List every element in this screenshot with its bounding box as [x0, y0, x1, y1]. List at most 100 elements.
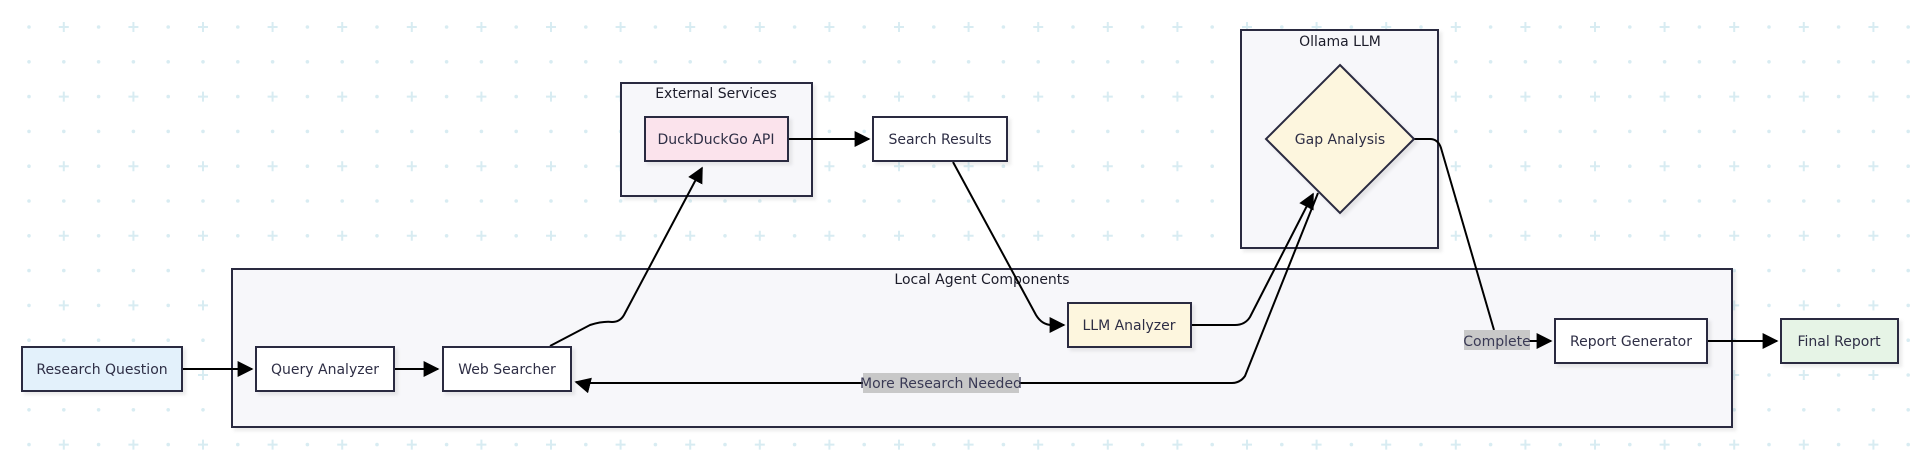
grid-plus-mark — [476, 439, 487, 450]
grid-plus-mark — [1590, 161, 1600, 172]
grid-dot-mark — [1106, 129, 1110, 134]
grid-dot-mark — [1488, 234, 1493, 238]
grid-dot-mark — [1871, 268, 1876, 273]
grid-dot-mark — [1906, 94, 1910, 99]
grid-dot-mark — [932, 164, 936, 168]
grid-dot-mark — [1419, 442, 1423, 447]
grid-dot-mark — [932, 442, 936, 447]
grid-plus-mark — [58, 91, 69, 102]
grid-dot-mark — [131, 408, 136, 412]
grid-plus-mark — [1659, 230, 1670, 241]
grid-dot-mark — [1593, 60, 1597, 64]
edge-gap-analysis-to-web-searcher — [574, 192, 1319, 394]
grid-dot-mark — [653, 442, 658, 447]
grid-dot-mark — [166, 303, 170, 308]
grid-dot-mark — [131, 199, 136, 203]
node-report-generator[interactable]: Report Generator — [1554, 318, 1708, 364]
grid-dot-mark — [340, 60, 345, 64]
grid-plus-mark — [894, 230, 904, 241]
decision-diamond[interactable] — [1264, 63, 1416, 215]
node-web-searcher[interactable]: Web Searcher — [442, 346, 572, 392]
grid-plus-mark — [1868, 439, 1879, 450]
grid-plus-mark — [546, 161, 556, 172]
grid-dot-mark — [897, 60, 901, 64]
node-duckduckgo-api[interactable]: DuckDuckGo API — [644, 116, 789, 162]
grid-dot-mark — [514, 199, 518, 203]
grid-dot-mark — [1906, 338, 1910, 343]
grid-dot-mark — [444, 442, 449, 447]
grid-dot-mark — [1140, 442, 1145, 447]
grid-plus-mark — [1590, 230, 1600, 241]
grid-dot-mark — [236, 234, 240, 238]
node-llm-analyzer[interactable]: LLM Analyzer — [1067, 302, 1192, 348]
grid-plus-mark — [963, 22, 974, 32]
node-box[interactable] — [255, 346, 395, 392]
grid-plus-mark — [1729, 439, 1740, 450]
grid-plus-mark — [824, 91, 835, 102]
grid-plus-mark — [685, 22, 696, 32]
grid-dot-mark — [1906, 442, 1910, 447]
grid-plus-mark — [963, 91, 974, 102]
grid-dot-mark — [1523, 60, 1528, 64]
grid-dot-mark — [618, 199, 623, 203]
grid-dot-mark — [305, 60, 310, 64]
grid-plus-mark — [476, 91, 487, 102]
grid-dot-mark — [1836, 199, 1841, 203]
grid-plus-mark — [198, 22, 208, 32]
node-research-question[interactable]: Research Question — [21, 346, 183, 392]
edge-llm-analyzer-to-gap-analysis — [1192, 192, 1314, 326]
grid-plus-mark — [824, 230, 835, 241]
grid-dot-mark — [1871, 199, 1876, 203]
grid-dot-mark — [1767, 25, 1771, 29]
grid-plus-mark — [1659, 22, 1670, 32]
node-box[interactable] — [872, 116, 1008, 162]
grid-dot-mark — [1767, 164, 1771, 168]
node-search-results[interactable]: Search Results — [872, 116, 1008, 162]
node-gap-analysis[interactable]: Gap Analysis — [1264, 63, 1416, 215]
grid-plus-mark — [1172, 230, 1183, 241]
grid-dot-mark — [1593, 199, 1597, 203]
node-box[interactable] — [644, 116, 789, 162]
grid-dot-mark — [1175, 199, 1180, 203]
grid-plus-mark — [476, 230, 487, 241]
grid-dot-mark — [479, 129, 484, 134]
grid-dot-mark — [1767, 199, 1771, 203]
grid-dot-mark — [1036, 60, 1040, 64]
node-box[interactable] — [1554, 318, 1708, 364]
grid-dot-mark — [96, 25, 101, 29]
grid-plus-mark — [406, 230, 417, 241]
node-final-report[interactable]: Final Report — [1780, 318, 1899, 364]
grid-dot-mark — [827, 129, 832, 134]
grid-plus-mark — [754, 230, 765, 241]
grid-plus-mark — [58, 230, 69, 241]
grid-dot-mark — [166, 164, 170, 168]
grid-dot-mark — [1071, 164, 1075, 168]
node-box[interactable] — [21, 346, 183, 392]
grid-dot-mark — [549, 129, 553, 134]
grid-plus-mark — [1450, 22, 1461, 32]
grid-dot-mark — [166, 408, 170, 412]
grid-dot-mark — [1140, 234, 1145, 238]
grid-dot-mark — [27, 199, 31, 203]
grid-dot-mark — [27, 234, 31, 238]
node-box[interactable] — [1780, 318, 1899, 364]
grid-plus-mark — [1172, 91, 1183, 102]
grid-dot-mark — [584, 129, 588, 134]
edge-label-more-research-needed: More Research Needed — [860, 373, 1022, 393]
grid-dot-mark — [375, 234, 379, 238]
node-query-analyzer[interactable]: Query Analyzer — [255, 346, 395, 392]
grid-plus-mark — [1520, 91, 1531, 102]
grid-dot-mark — [1906, 164, 1910, 168]
grid-dot-mark — [1662, 60, 1667, 64]
grid-dot-mark — [1732, 408, 1736, 412]
grid-dot-mark — [305, 234, 310, 238]
grid-dot-mark — [932, 25, 936, 29]
grid-dot-mark — [792, 234, 797, 238]
grid-dot-mark — [514, 60, 518, 64]
grid-plus-mark — [754, 439, 765, 450]
node-box[interactable] — [442, 346, 572, 392]
grid-dot-mark — [1697, 25, 1702, 29]
node-box[interactable] — [1067, 302, 1192, 348]
grid-dot-mark — [1802, 268, 1806, 273]
grid-dot-mark — [166, 129, 170, 134]
